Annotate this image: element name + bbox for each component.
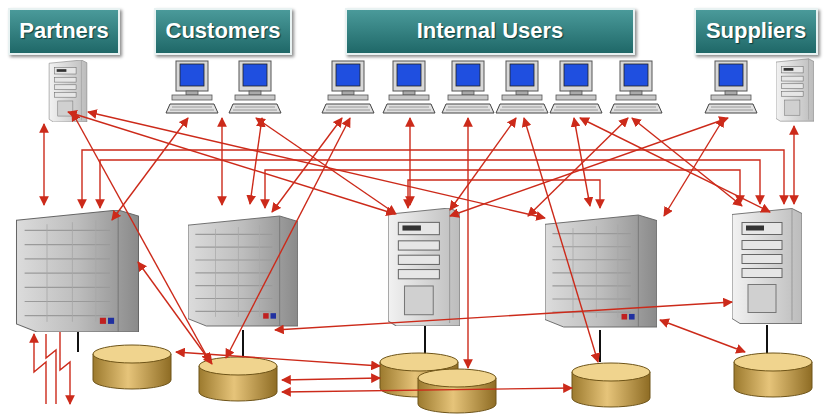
header-label: Internal Users — [417, 19, 564, 43]
group-header: Internal Users — [345, 8, 635, 55]
header-label: Partners — [19, 19, 108, 43]
group-header: Partners — [8, 8, 120, 55]
servers — [17, 208, 803, 332]
customer-pcs — [166, 61, 281, 113]
header-label: Customers — [166, 19, 281, 43]
disks — [93, 345, 812, 413]
internal-pcs — [322, 61, 662, 113]
supplier-machines — [705, 59, 814, 121]
header-label: Suppliers — [706, 19, 806, 43]
wan-link — [34, 332, 70, 404]
group-header: Customers — [154, 8, 292, 55]
group-header: Suppliers — [694, 8, 818, 55]
data-flow-arrows — [44, 112, 794, 392]
